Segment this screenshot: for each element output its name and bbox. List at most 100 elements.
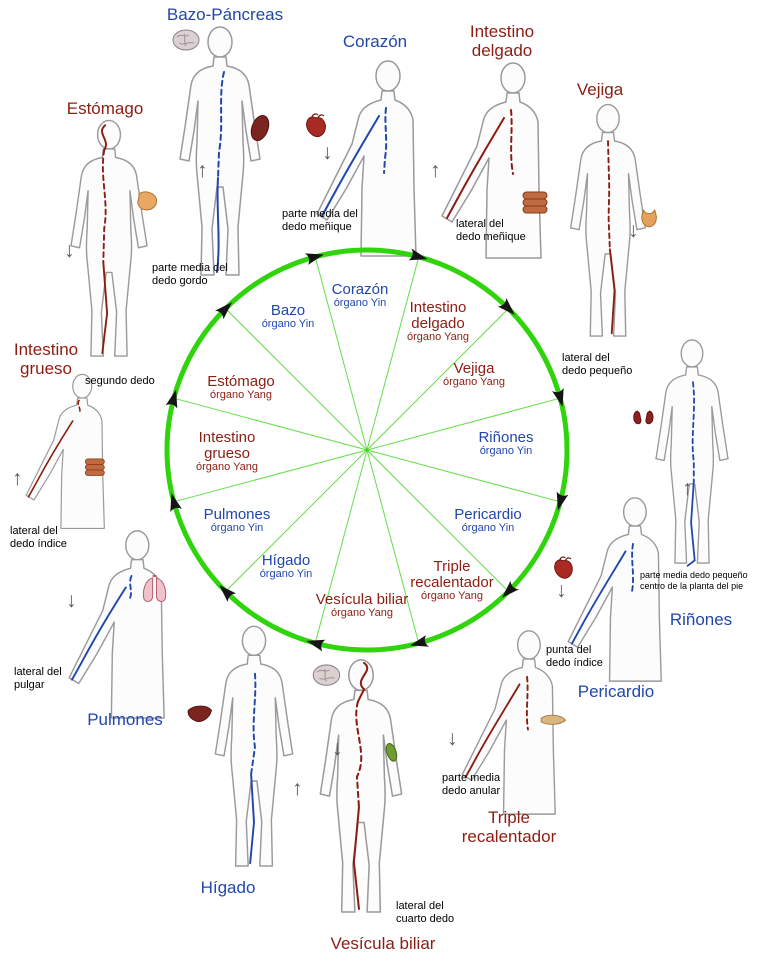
segment-type: órgano Yin [210, 522, 264, 535]
brain-icon [312, 664, 341, 686]
small-intestine-meridian-line [510, 109, 514, 175]
clockwise-arrow-icon [552, 387, 564, 407]
segment-name: Hígado [261, 551, 311, 569]
figure-title-higado: Hígado [200, 878, 256, 897]
figure-title-pericardio: Pericardio [577, 682, 655, 701]
wheel-spoke-line [314, 449, 368, 644]
figure-triple-recalentador [446, 628, 578, 816]
direction-arrow-down-icon: ↓ [322, 141, 333, 164]
liver-meridian-line [249, 773, 255, 865]
segment-type: órgano Yang [407, 331, 469, 344]
wheel-spoke-line [225, 308, 368, 451]
triple-burner-meridian-line [465, 683, 521, 778]
liver-meridian-line [250, 672, 257, 776]
segment-name: Intestino grueso [198, 428, 256, 463]
direction-arrow-down-icon: ↓ [628, 219, 639, 242]
wheel-spoke-line [366, 308, 509, 451]
bazo-pancreas-illustration [172, 26, 273, 276]
direction-arrow-down-icon: ↓ [447, 727, 458, 750]
small-intestine-icon [522, 191, 548, 214]
figure-title-corazon: Corazón [342, 32, 408, 51]
figure-title-pulmones: Pulmones [87, 710, 163, 729]
note-intestino-grueso: lateral del dedo índice [10, 525, 67, 551]
clockwise-arrow-icon [170, 493, 182, 513]
note-bazo-pancreas: parte media del dedo gordo [152, 262, 228, 288]
segment-name: Corazón [331, 280, 389, 298]
clockwise-arrow-icon [306, 639, 326, 652]
wheel-spoke-line [314, 256, 368, 451]
clockwise-arrow-icon [165, 389, 178, 409]
segment-name: Pericardio [454, 505, 522, 523]
vesicula-biliar-illustration [312, 659, 403, 913]
estomago-illustration [70, 119, 158, 357]
direction-arrow-down-icon: ↓ [64, 239, 75, 262]
wheel-spoke-line [366, 449, 509, 592]
figure-title-intestino-grueso: Intestino grueso [13, 340, 79, 379]
wheel-spoke-line [225, 449, 368, 592]
human-figure-outline [25, 373, 105, 530]
segment-name: Estómago [207, 372, 275, 390]
figure-vesicula-biliar [300, 655, 422, 927]
note-estomago: segundo dedo [85, 375, 155, 387]
lung-meridian-line [128, 575, 133, 600]
large-intestine-icon [84, 458, 105, 476]
segment-type: órgano Yang [331, 607, 393, 620]
segment-type: órgano Yang [196, 461, 258, 474]
spleen-meridian-line [217, 71, 225, 179]
clockwise-arrow-icon [410, 635, 430, 647]
wheel-spoke-line [366, 256, 420, 451]
figure-title-intestino-delgado: Intestino delgado [469, 22, 535, 61]
segment-name: Vejiga [453, 359, 495, 377]
pulmones-illustration [68, 530, 167, 719]
gallbladder-meridian-line [352, 806, 360, 910]
segment-type: órgano Yang [421, 590, 483, 603]
stomach-meridian-line [101, 261, 109, 355]
clockwise-arrow-icon [304, 253, 324, 265]
gallbladder-meridian-line [355, 700, 363, 809]
stomach-icon [137, 191, 158, 211]
bladder-meridian-line [608, 248, 616, 335]
figure-title-vejiga: Vejiga [576, 80, 624, 99]
heart-icon [306, 113, 326, 138]
figure-intestino-grueso [2, 372, 134, 530]
segment-type: órgano Yang [443, 376, 505, 389]
intestino-delgado-illustration [441, 62, 548, 259]
segment-name: Triple recalentador [410, 557, 494, 592]
clockwise-arrow-icon [408, 248, 428, 261]
heart-meridian-line [321, 115, 380, 217]
kidney-meridian-line [691, 381, 695, 483]
wheel-spoke-line [173, 449, 368, 503]
triple-burner-meridian-line [525, 675, 529, 731]
segment-name: Riñones [478, 428, 534, 446]
spleen-meridian-line [216, 177, 220, 273]
note-pulmones: lateral del pulgar [14, 666, 62, 692]
small-intestine-meridian-line [446, 117, 505, 219]
corazon-illustration [306, 60, 417, 257]
segment-name: Pulmones [203, 505, 271, 523]
direction-arrow-up-icon: ↑ [197, 159, 208, 182]
figure-vejiga [552, 100, 664, 350]
figure-title-bazo-pancreas: Bazo-Páncreas [166, 5, 284, 24]
note-vejiga: lateral del dedo pequeño [562, 352, 633, 378]
figure-intestino-delgado [425, 60, 565, 260]
direction-arrow-up-icon: ↑ [12, 467, 23, 490]
wheel-spoke-line [366, 449, 561, 503]
kidneys-icon [633, 410, 654, 425]
clockwise-arrow-icon [214, 302, 232, 320]
wheel-circle [164, 247, 570, 653]
pericardio-illustration [554, 497, 662, 682]
figure-pericardio [552, 495, 684, 683]
segment-type: órgano Yin [333, 297, 387, 310]
human-figure-outline [68, 530, 165, 719]
liver-icon [187, 705, 212, 722]
